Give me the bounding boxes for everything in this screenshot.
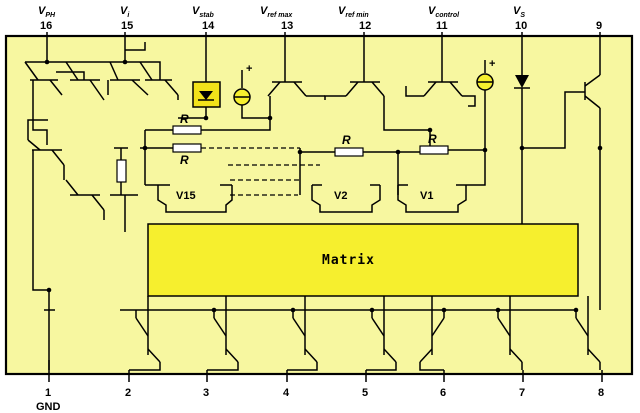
pin-13-number: 13 bbox=[281, 20, 293, 32]
resistor-r2 bbox=[172, 143, 202, 153]
left-bias-resistor bbox=[116, 159, 127, 183]
current-source-1: + bbox=[233, 63, 270, 119]
pin-15-label: Vi 15 bbox=[120, 5, 133, 32]
comparator-v15: V15 bbox=[145, 184, 233, 213]
svg-text:Vref max: Vref max bbox=[260, 5, 293, 19]
ref-min-transistor bbox=[324, 42, 430, 131]
pin-10-label: VS 10 bbox=[513, 5, 527, 32]
comparator-v2: V2 bbox=[311, 184, 381, 213]
junction-dots bbox=[44, 59, 603, 313]
zener-diode-icon bbox=[199, 91, 213, 100]
pin-1-number: 1 bbox=[45, 387, 51, 399]
bottom-pin-numbers: 1 2 3 4 5 6 7 8 GND bbox=[36, 387, 604, 413]
pin-11-label: Vcontrol 11 bbox=[428, 5, 460, 32]
plus-sign-2: + bbox=[489, 58, 495, 70]
resistor-r4-label: R bbox=[428, 132, 437, 146]
pin-12-number: 12 bbox=[359, 20, 371, 32]
resistor-r1-label: R bbox=[180, 112, 189, 126]
pin-16-label: VPH 16 bbox=[38, 5, 56, 32]
pin-13-label: Vref max 13 bbox=[260, 5, 293, 32]
resistor-r3-label: R bbox=[342, 133, 351, 147]
pin-4-number: 4 bbox=[283, 387, 290, 399]
pin-11-number: 11 bbox=[436, 20, 448, 32]
pin-14-number: 14 bbox=[202, 20, 215, 32]
comparator-v1-label: V1 bbox=[420, 190, 433, 202]
pin-6-number: 6 bbox=[440, 387, 446, 399]
svg-text:Vstab: Vstab bbox=[192, 5, 214, 19]
pin-7-number: 7 bbox=[519, 387, 525, 399]
current-source-2: + bbox=[476, 58, 495, 145]
svg-text:Vcontrol: Vcontrol bbox=[428, 5, 460, 19]
control-transistor bbox=[405, 42, 476, 107]
pin-14-label: Vstab 14 bbox=[192, 5, 215, 32]
comparator-v2-label: V2 bbox=[334, 190, 347, 202]
matrix-block bbox=[147, 223, 579, 297]
ref-max-transistor bbox=[267, 42, 325, 118]
comparator-v1: V1 bbox=[397, 150, 486, 213]
pin-15-number: 15 bbox=[121, 20, 133, 32]
matrix-label: Matrix bbox=[322, 253, 375, 268]
pin-12-label: Vref min 12 bbox=[338, 5, 371, 32]
output-transistor-9 bbox=[564, 42, 601, 310]
pin-10-number: 10 bbox=[515, 20, 527, 32]
comparator-v15-label: V15 bbox=[176, 190, 196, 202]
pin-2-number: 2 bbox=[125, 387, 131, 399]
top-pin-stubs bbox=[46, 32, 601, 42]
pin-8-number: 8 bbox=[598, 387, 604, 399]
resistor-r1 bbox=[172, 125, 202, 135]
pin-16-number: 16 bbox=[40, 20, 52, 32]
supply-diode bbox=[514, 42, 566, 228]
pin-9-number: 9 bbox=[596, 20, 602, 32]
svg-text:VPH: VPH bbox=[38, 5, 56, 19]
svg-text:Vref min: Vref min bbox=[338, 5, 369, 19]
svg-text:Vi: Vi bbox=[120, 5, 130, 19]
gnd-label: GND bbox=[36, 401, 61, 413]
svg-text:VS: VS bbox=[513, 5, 525, 19]
resistor-r3 bbox=[334, 147, 364, 157]
resistor-r2-label: R bbox=[180, 153, 189, 167]
plus-sign-1: + bbox=[246, 63, 252, 75]
pin-5-number: 5 bbox=[362, 387, 368, 399]
left-transistor-network bbox=[24, 42, 179, 370]
pin-3-number: 3 bbox=[203, 387, 209, 399]
bottom-pin-stubs bbox=[48, 370, 603, 382]
zener-diode-reference bbox=[178, 42, 221, 119]
resistor-r4 bbox=[419, 145, 449, 155]
